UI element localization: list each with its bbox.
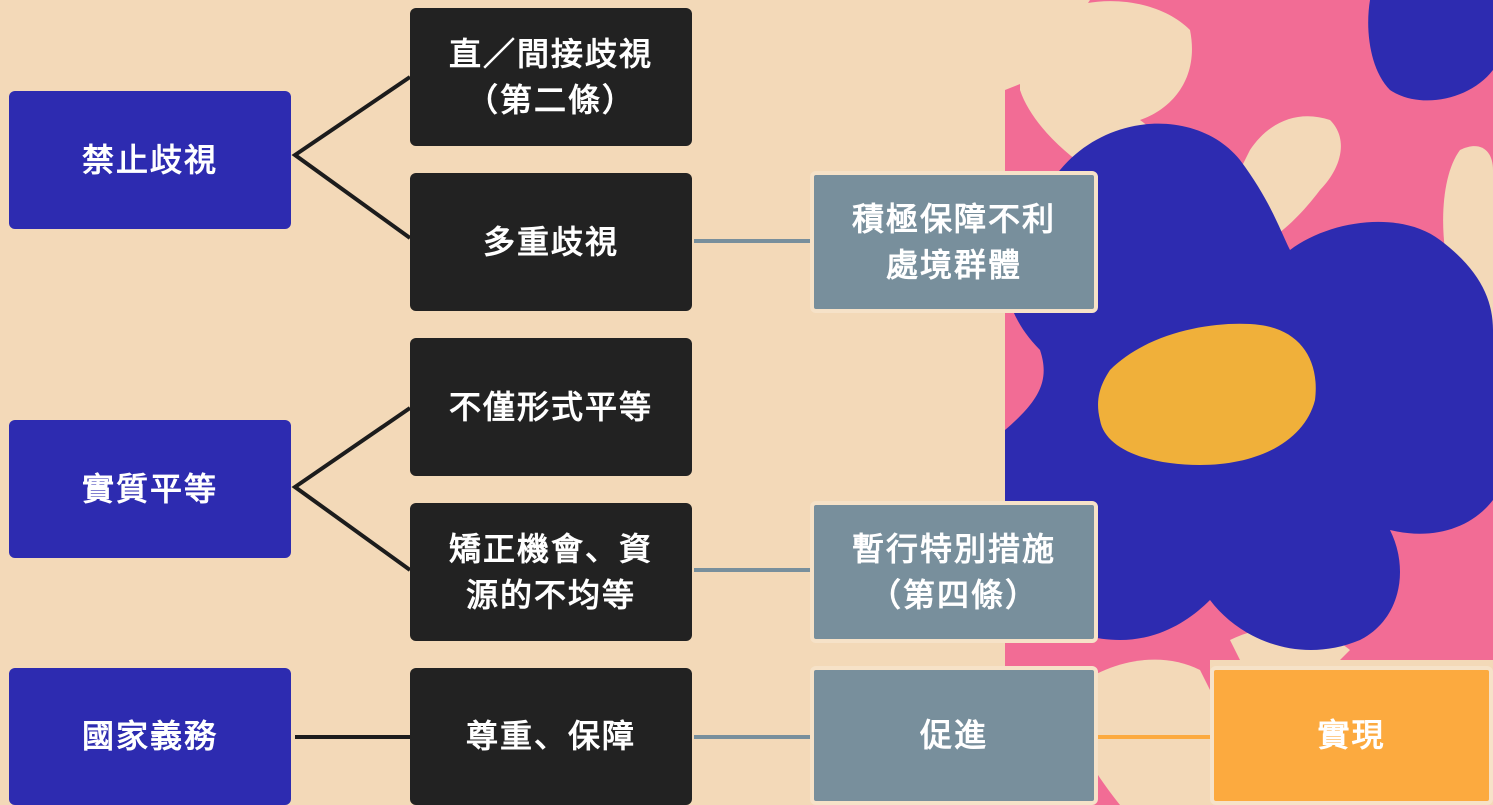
node-label: 實現 — [1317, 716, 1386, 755]
flower-center — [1098, 323, 1316, 465]
node-label: 國家義務 — [81, 717, 218, 756]
cream-leaf-topleft — [1005, 0, 1090, 90]
node-multiple-discrimination: 多重歧視 — [410, 173, 692, 311]
node-label: 實質平等 — [81, 469, 218, 508]
node-label: 不僅形式平等 — [448, 387, 653, 426]
blue-petal-topright — [1368, 0, 1493, 101]
node-substantive-equality: 實質平等 — [9, 420, 291, 558]
node-prohibit-discrimination: 禁止歧視 — [9, 91, 291, 229]
node-state-obligations: 國家義務 — [9, 668, 291, 805]
node-temporary-measures: 暫行特別措施 （第四條） — [810, 501, 1098, 643]
node-label: 促進 — [919, 716, 988, 755]
node-respect-protect: 尊重、保障 — [410, 668, 692, 805]
branch-line-prohibit — [291, 75, 412, 240]
node-label: 暫行特別措施 （第四條） — [851, 529, 1056, 614]
node-not-only-formal: 不僅形式平等 — [410, 338, 692, 476]
node-realize: 實現 — [1210, 666, 1493, 805]
node-positive-protection: 積極保障不利 處境群體 — [810, 171, 1098, 313]
node-promote: 促進 — [810, 666, 1098, 805]
cream-leaf-bottom — [1070, 659, 1215, 805]
node-correct-inequality: 矯正機會、資 源的不均等 — [410, 503, 692, 641]
node-label: 直／間接歧視 （第二條） — [448, 34, 653, 119]
node-label: 矯正機會、資 源的不均等 — [448, 529, 653, 614]
node-label: 尊重、保障 — [465, 717, 636, 756]
node-direct-indirect: 直／間接歧視 （第二條） — [410, 8, 692, 146]
node-label: 多重歧視 — [482, 222, 619, 261]
branch-line-equality — [291, 406, 412, 572]
node-label: 禁止歧視 — [81, 140, 218, 179]
node-label: 積極保障不利 處境群體 — [851, 199, 1056, 284]
